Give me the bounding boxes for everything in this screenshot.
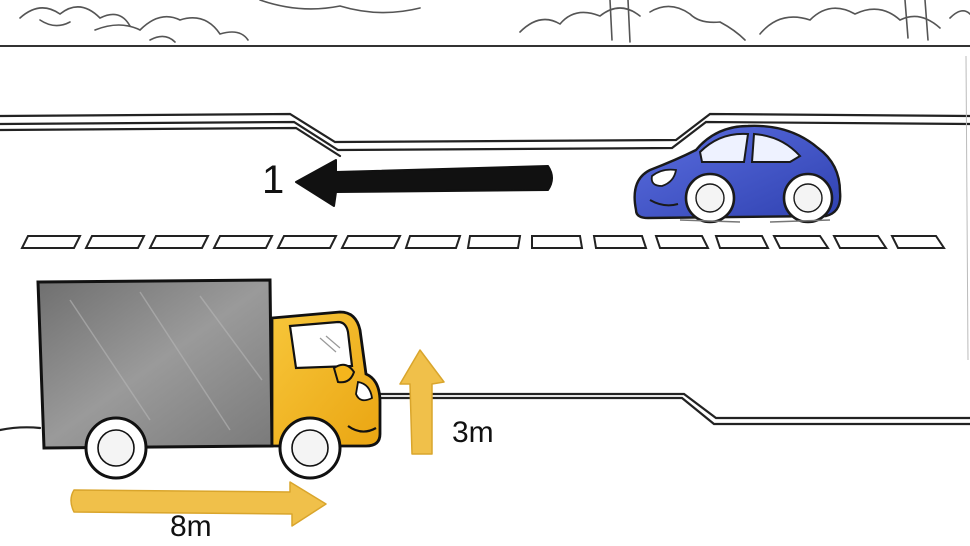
delivery-truck: [36, 278, 382, 480]
trees-background: [19, 0, 970, 43]
lower-road-border: [0, 392, 970, 432]
blue-car: [633, 124, 842, 224]
direction-arrow-left-icon: [295, 159, 553, 207]
truck-length-label: 8m: [170, 510, 212, 543]
car-direction-label: 1: [262, 158, 285, 202]
length-arrow-right-icon: [70, 481, 327, 527]
upper-road-border: [0, 112, 970, 158]
height-arrow-up-icon: [399, 349, 445, 455]
lane-dashes: [20, 235, 946, 249]
truck-height-label: 3m: [452, 416, 494, 449]
right-edge-mark: [965, 55, 969, 361]
